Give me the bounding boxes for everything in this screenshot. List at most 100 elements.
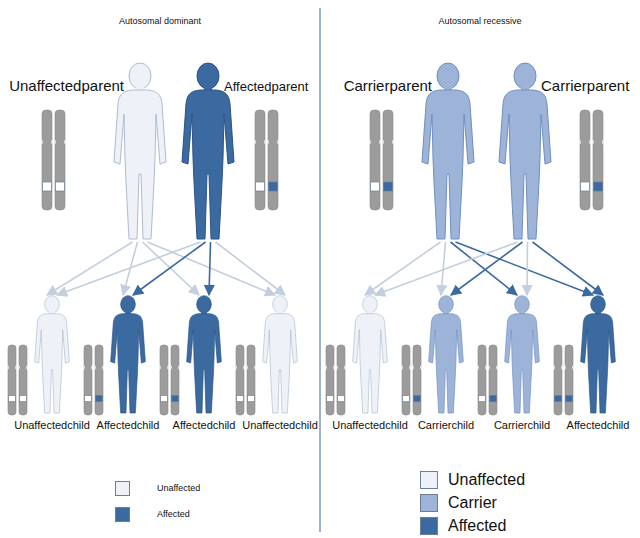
person-head [515, 296, 530, 313]
centromere-notch [102, 364, 103, 370]
centromere-notch [178, 364, 179, 370]
centromere-notch [26, 364, 27, 370]
centromere-notch [167, 364, 168, 370]
allele-band [269, 182, 278, 191]
legend-label: Affected [157, 509, 190, 520]
centromere-notch [554, 364, 555, 370]
chromosome [236, 345, 244, 415]
centromere-notch [402, 364, 403, 370]
centromere-notch [409, 364, 410, 370]
legend-label: Unaffected [448, 470, 525, 489]
allele-band [237, 395, 244, 401]
centromere-notch [593, 139, 594, 145]
centromere-notch [264, 139, 265, 145]
centromere-notch [565, 364, 566, 370]
chromosome [247, 345, 255, 415]
parent-label: Carrierparent [344, 77, 432, 95]
centromere-notch [255, 139, 256, 145]
person-body [499, 90, 551, 239]
section-heading: Autosomal recessive [438, 16, 521, 27]
inheritance-arrow [47, 242, 133, 295]
legend-label: Carrier [448, 493, 497, 512]
section-heading: Autosomal dominant [119, 16, 201, 27]
chromosome [580, 110, 590, 210]
chromosome [19, 345, 27, 415]
person-body [429, 314, 464, 413]
person-head [273, 296, 288, 313]
child-label: Unaffectedchild [332, 419, 408, 432]
legend-swatch [115, 507, 130, 522]
child-figure: Affectedchild [184, 295, 224, 415]
chromosome [370, 110, 380, 210]
person-silhouette [260, 295, 300, 415]
allele-band [479, 395, 486, 401]
centromere-notch [91, 364, 92, 370]
centromere-notch [392, 139, 393, 145]
centromere-notch [268, 139, 269, 145]
allele-band [403, 395, 410, 401]
parent-label: Carrierparent [541, 77, 629, 95]
centromere-notch [420, 364, 421, 370]
allele-band [248, 395, 255, 401]
chromosome [255, 110, 265, 210]
allele-band [581, 182, 590, 191]
child-figure: Unaffectedchild [260, 295, 300, 415]
centromere-notch [42, 139, 43, 145]
person-body [35, 314, 70, 413]
legend-swatch [420, 517, 438, 535]
inheritance-arrow [375, 242, 518, 295]
allele-band [96, 395, 103, 401]
legend-swatch [420, 494, 438, 512]
allele-band [85, 395, 92, 401]
legend-label: Unaffected [157, 483, 200, 494]
allele-band [256, 182, 265, 191]
centromere-notch [8, 364, 9, 370]
allele-band [327, 395, 334, 401]
chromosome [337, 345, 345, 415]
child-figure: Carrierchild [502, 295, 542, 415]
centromere-notch [383, 139, 384, 145]
person-body [114, 90, 166, 239]
centromere-notch [344, 364, 345, 370]
centromere-notch [247, 364, 248, 370]
chromosome [84, 345, 92, 415]
child-label: Affectedchild [567, 419, 630, 432]
person-head [45, 296, 60, 313]
person-head [197, 63, 219, 89]
person-head [514, 63, 536, 89]
centromere-notch [602, 139, 603, 145]
centromere-notch [19, 364, 20, 370]
person-silhouette [32, 295, 72, 415]
inheritance-arrow [216, 242, 286, 295]
centromere-notch [580, 139, 581, 145]
allele-band [566, 395, 573, 401]
chromosome [8, 345, 16, 415]
chromosome [171, 345, 179, 415]
inheritance-arrow [533, 242, 604, 295]
chromosome [55, 110, 65, 210]
child-figure: Unaffectedchild [32, 295, 72, 415]
parent-figure: Unaffectedparent [110, 62, 170, 242]
centromere-notch [326, 364, 327, 370]
chromosome [593, 110, 603, 210]
inheritance-arrow [451, 242, 523, 295]
centromere-notch [572, 364, 573, 370]
child-label: Affectedchild [173, 419, 236, 432]
person-silhouette [426, 295, 466, 415]
person-head [197, 296, 212, 313]
inheritance-arrow [365, 242, 441, 295]
allele-band [371, 182, 380, 191]
child-label: Unaffectedchild [242, 419, 318, 432]
inheritance-arrow [148, 242, 276, 295]
inheritance-arrow [456, 242, 594, 295]
centromere-notch [254, 364, 255, 370]
child-label: Carrierchild [418, 419, 474, 432]
chromosome [402, 345, 410, 415]
allele-band [338, 395, 345, 401]
chromosome [554, 345, 562, 415]
centromere-notch [370, 139, 371, 145]
allele-band [490, 395, 497, 401]
inheritance-arrow [209, 242, 211, 295]
allele-band [20, 395, 27, 401]
